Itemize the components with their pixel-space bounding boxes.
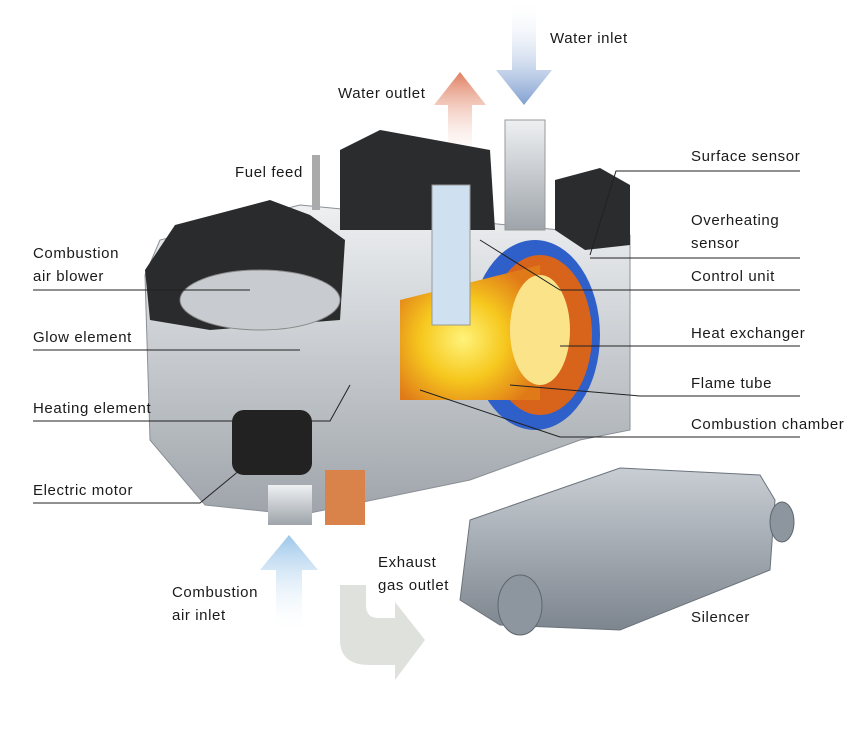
label-heating-element: Heating element bbox=[33, 400, 152, 417]
fuel-feed-pipe bbox=[312, 155, 320, 210]
label-combustion-air-inlet: Combustion air inlet bbox=[172, 581, 258, 627]
label-combustion-air-blower: Combustion air blower bbox=[33, 242, 119, 288]
label-line: Combustion bbox=[33, 245, 120, 262]
label-water-inlet: Water inlet bbox=[550, 30, 628, 47]
exhaust-arrow bbox=[340, 585, 425, 680]
label-electric-motor: Electric motor bbox=[33, 482, 134, 499]
label-line: Exhaust bbox=[378, 554, 437, 571]
label-water-outlet: Water outlet bbox=[338, 85, 426, 102]
label-overheating-sensor: Overheating sensor bbox=[691, 209, 779, 255]
water-outlet-arrow bbox=[434, 72, 486, 165]
label-heat-exchanger: Heat exchanger bbox=[691, 325, 806, 342]
label-fuel-feed: Fuel feed bbox=[235, 164, 303, 181]
silencer-outlet-pipe bbox=[769, 501, 795, 543]
label-surface-sensor: Surface sensor bbox=[691, 148, 801, 165]
surface-sensor-housing bbox=[555, 168, 630, 250]
label-line: air blower bbox=[33, 268, 105, 285]
air-inlet-arrow bbox=[260, 535, 318, 635]
label-exhaust-gas-outlet: Exhaust gas outlet bbox=[378, 551, 449, 597]
label-line: Combustion bbox=[172, 584, 259, 601]
silencer-inlet-pipe bbox=[497, 574, 543, 636]
label-line: air inlet bbox=[172, 607, 226, 624]
label-flame-tube: Flame tube bbox=[691, 375, 773, 392]
label-glow-element: Glow element bbox=[33, 329, 132, 346]
water-inlet-arrow bbox=[496, 0, 552, 105]
flame-core bbox=[510, 275, 570, 385]
label-line: Overheating bbox=[691, 212, 780, 229]
blower-cover bbox=[179, 269, 341, 331]
label-combustion-chamber: Combustion chamber bbox=[691, 416, 845, 433]
water-inlet-pipe bbox=[504, 119, 546, 231]
air-inlet-pipe bbox=[268, 485, 312, 525]
label-control-unit: Control unit bbox=[691, 268, 775, 285]
electric-motor-icon bbox=[232, 410, 312, 475]
leader-lines bbox=[33, 170, 800, 504]
label-line: gas outlet bbox=[378, 577, 450, 594]
label-line: sensor bbox=[691, 235, 740, 252]
label-silencer: Silencer bbox=[691, 609, 750, 626]
water-outlet-pipe bbox=[431, 184, 471, 326]
exhaust-pipe bbox=[325, 470, 365, 525]
